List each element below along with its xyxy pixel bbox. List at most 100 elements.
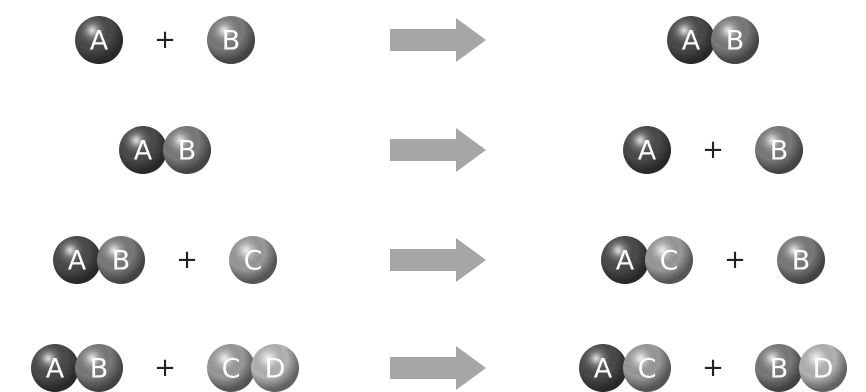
single-atom: B bbox=[755, 126, 803, 174]
plus-sign: + bbox=[702, 135, 724, 165]
atom-shine bbox=[163, 126, 211, 174]
atom-label: C bbox=[638, 354, 657, 385]
plus-sign: + bbox=[154, 353, 176, 383]
atom-label: D bbox=[265, 354, 286, 385]
atom-shine bbox=[623, 126, 671, 174]
atom-label: B bbox=[112, 246, 131, 277]
atom-label: C bbox=[244, 246, 263, 277]
atom-b: B bbox=[711, 16, 759, 64]
atom-shine bbox=[75, 16, 123, 64]
atom-shine bbox=[207, 344, 255, 392]
atom-shine bbox=[579, 344, 627, 392]
plus-sign: + bbox=[702, 353, 724, 383]
single-atom: A bbox=[75, 16, 123, 64]
atom-a: A bbox=[601, 236, 649, 284]
atom-shine bbox=[75, 344, 123, 392]
atom-a: A bbox=[31, 344, 79, 392]
atom-label: B bbox=[770, 354, 789, 385]
single-atom: A bbox=[623, 126, 671, 174]
atom-b: B bbox=[97, 236, 145, 284]
atom-label: B bbox=[792, 246, 811, 277]
atom-label: A bbox=[134, 136, 153, 167]
atom-shine bbox=[207, 16, 255, 64]
plus-sign: + bbox=[176, 245, 198, 275]
products: A + B bbox=[623, 126, 803, 174]
atom-label: B bbox=[178, 136, 197, 167]
single-atom: C bbox=[229, 236, 277, 284]
plus-sign: + bbox=[154, 25, 176, 55]
atom-label: A bbox=[682, 26, 701, 57]
atom-shine bbox=[53, 236, 101, 284]
atom-shine bbox=[755, 344, 803, 392]
atom-a: A bbox=[667, 16, 715, 64]
single-atom: B bbox=[777, 236, 825, 284]
atom-b: B bbox=[777, 236, 825, 284]
reaction-arrow bbox=[390, 18, 486, 62]
atom-c: C bbox=[645, 236, 693, 284]
atom-label: A bbox=[90, 26, 109, 57]
atom-c: C bbox=[229, 236, 277, 284]
atom-shine bbox=[645, 236, 693, 284]
atom-label: A bbox=[68, 246, 87, 277]
atom-label: A bbox=[638, 136, 657, 167]
atom-b: B bbox=[207, 16, 255, 64]
atom-d: D bbox=[251, 344, 299, 392]
atom-b: B bbox=[163, 126, 211, 174]
plus-sign: + bbox=[724, 245, 746, 275]
reactants: A + B bbox=[75, 16, 255, 64]
atom-d: D bbox=[799, 344, 847, 392]
atom-label: B bbox=[726, 26, 745, 57]
atom-a: A bbox=[53, 236, 101, 284]
atom-shine bbox=[229, 236, 277, 284]
atom-shine bbox=[711, 16, 759, 64]
atom-a: A bbox=[75, 16, 123, 64]
atom-a: A bbox=[119, 126, 167, 174]
atom-c: C bbox=[623, 344, 671, 392]
atom-label: B bbox=[222, 26, 241, 57]
atom-shine bbox=[777, 236, 825, 284]
atom-shine bbox=[119, 126, 167, 174]
atom-shine bbox=[31, 344, 79, 392]
atom-label: C bbox=[222, 354, 241, 385]
atom-label: B bbox=[90, 354, 109, 385]
atom-a: A bbox=[579, 344, 627, 392]
atom-b: B bbox=[755, 126, 803, 174]
atom-label: D bbox=[813, 354, 834, 385]
atom-shine bbox=[755, 126, 803, 174]
single-atom: B bbox=[207, 16, 255, 64]
atom-a: A bbox=[623, 126, 671, 174]
atom-shine bbox=[667, 16, 715, 64]
reaction-arrow bbox=[390, 238, 486, 282]
atom-shine bbox=[97, 236, 145, 284]
reaction-arrow bbox=[390, 346, 486, 390]
atom-shine bbox=[601, 236, 649, 284]
atom-b: B bbox=[75, 344, 123, 392]
atom-label: B bbox=[770, 136, 789, 167]
atom-shine bbox=[623, 344, 671, 392]
atom-label: C bbox=[660, 246, 679, 277]
atom-b: B bbox=[755, 344, 803, 392]
atom-shine bbox=[799, 344, 847, 392]
atom-c: C bbox=[207, 344, 255, 392]
atom-label: A bbox=[46, 354, 65, 385]
atom-label: A bbox=[616, 246, 635, 277]
